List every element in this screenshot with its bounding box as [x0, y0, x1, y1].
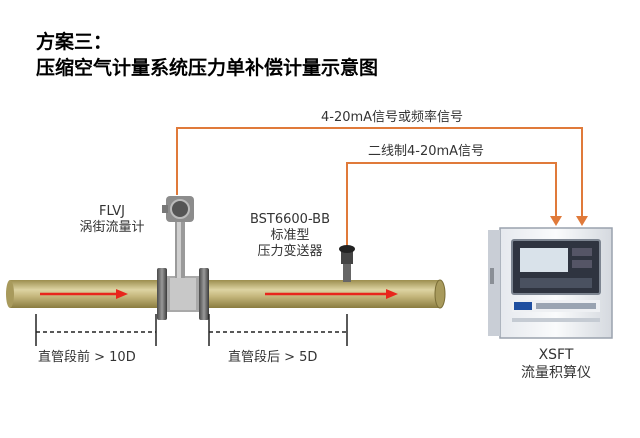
- signal-arrow-icon: [550, 216, 562, 226]
- transmitter-type: 标准型: [270, 228, 310, 243]
- pressure-transmitter-body: [339, 245, 355, 282]
- signal-arrow-icon: [576, 216, 588, 226]
- page-title-line2: 压缩空气计量系统压力单补偿计量示意图: [36, 57, 379, 79]
- dimension-upstream: [35, 314, 157, 346]
- transmitter-model: BST6600-BB: [249, 212, 331, 227]
- transmitter-label: BST6600-BB 标准型 压力变送器: [240, 212, 340, 260]
- flow-arrow-icon: [265, 289, 398, 299]
- instrument-label: XSFT 流量积算仪: [506, 346, 606, 382]
- flow-totalizer-cabinet: [488, 227, 613, 339]
- flowmeter-name: 涡街流量计: [79, 220, 145, 235]
- transmitter-name: 压力变送器: [257, 244, 323, 259]
- flowmeter-label: FLVJ 涡街流量计: [72, 204, 152, 236]
- signal-label-inner: 二线制4-20mA信号: [368, 144, 485, 159]
- flowmeter-model: FLVJ: [98, 204, 126, 219]
- instrument-model: XSFT: [538, 347, 574, 363]
- downstream-label: 直管段后 > 5D: [228, 350, 318, 365]
- page-title-line1: 方案三：: [36, 31, 113, 53]
- flowmeter-body: [157, 196, 209, 320]
- dimension-downstream: [208, 314, 348, 346]
- signal-label-outer: 4-20mA信号或频率信号: [321, 110, 464, 125]
- signal-line-outer: [176, 127, 583, 218]
- upstream-label: 直管段前 > 10D: [38, 350, 136, 365]
- instrument-name: 流量积算仪: [521, 365, 591, 381]
- signal-line-inner: [346, 162, 557, 248]
- flow-arrow-icon: [40, 289, 128, 299]
